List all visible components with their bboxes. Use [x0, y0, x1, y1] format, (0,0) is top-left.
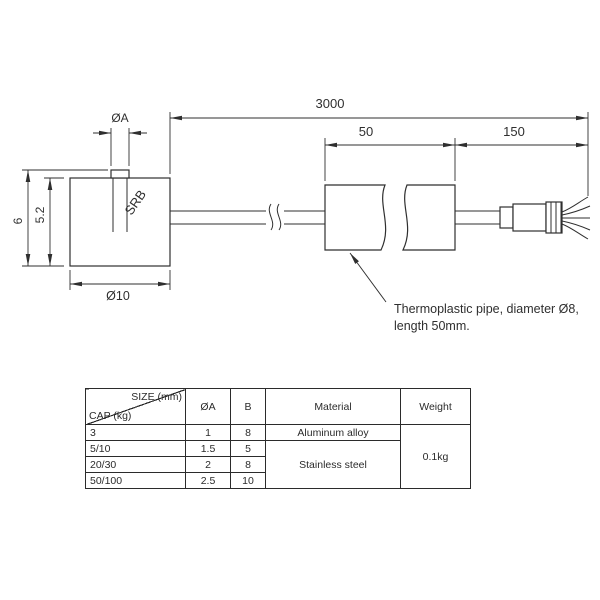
dimension-button-diameter: ØA [93, 111, 147, 166]
pipe-note-line2: length 50mm. [394, 319, 470, 333]
dim-6-label: 6 [11, 217, 25, 224]
dim-phi10-label: Ø10 [106, 289, 130, 303]
dimension-cable-length: 3000 [169, 96, 589, 196]
dim-50-label: 50 [359, 124, 373, 139]
dimension-pipe-length: 50 [324, 124, 456, 181]
weight-cell: 0.1kg [400, 424, 471, 489]
b-header: B [230, 388, 266, 425]
dim-150-label: 150 [503, 124, 525, 139]
pipe-note: Thermoplastic pipe, diameter Ø8, length … [349, 252, 579, 333]
b-cell: 10 [230, 472, 266, 489]
dim-phiA-label: ØA [111, 111, 128, 125]
dimension-body-diameter: Ø10 [69, 270, 171, 303]
cap-header-label: CAP (kg) [89, 410, 132, 422]
cap-cell: 3 [85, 424, 186, 441]
material-header: Material [265, 388, 401, 425]
cap-cell: 5/10 [85, 440, 186, 457]
thermoplastic-pipe [324, 184, 456, 251]
dim-52-label: 5.2 [33, 206, 47, 223]
weight-header: Weight [400, 388, 471, 425]
dia-a-cell: 1.5 [185, 440, 231, 457]
material-cell-aluminum: Aluminum alloy [265, 424, 401, 441]
load-cell-body: SRB [69, 169, 171, 267]
dia-a-cell: 2.5 [185, 472, 231, 489]
cable-end [455, 210, 500, 225]
size-header-label: SIZE (mm) [131, 391, 182, 403]
spec-row-20-30: 20/30 2 8 [85, 456, 471, 473]
dia-a-header: ØA [185, 388, 231, 425]
spec-table: SIZE (mm) CAP (kg) ØA B Material Weight … [85, 388, 471, 489]
b-cell: 5 [230, 440, 266, 457]
dimension-total-height: 6 [11, 169, 108, 267]
dia-a-cell: 2 [185, 456, 231, 473]
dim-3000-label: 3000 [316, 96, 345, 111]
wire-ends [561, 196, 591, 240]
pipe-note-line1: Thermoplastic pipe, diameter Ø8, [394, 302, 579, 316]
technical-drawing: SRB [11, 96, 591, 333]
cap-cell: 20/30 [85, 456, 186, 473]
cap-cell: 50/100 [85, 472, 186, 489]
spec-row-3: 3 1 8 Aluminum alloy 0.1kg [85, 424, 471, 489]
size-cap-header-cell: SIZE (mm) CAP (kg) [85, 388, 186, 425]
b-cell: 8 [230, 424, 266, 441]
b-cell: 8 [230, 456, 266, 473]
cable [170, 203, 325, 231]
material-cell-stainless: Stainless steel [265, 440, 401, 489]
dimension-body-height: 5.2 [33, 177, 64, 266]
dia-a-cell: 1 [185, 424, 231, 441]
spec-header-row: SIZE (mm) CAP (kg) ØA B Material Weight [85, 388, 471, 425]
connector [499, 196, 591, 240]
spec-row-50-100: 50/100 2.5 10 [85, 472, 471, 489]
dimension-end-length: 150 [455, 124, 588, 148]
